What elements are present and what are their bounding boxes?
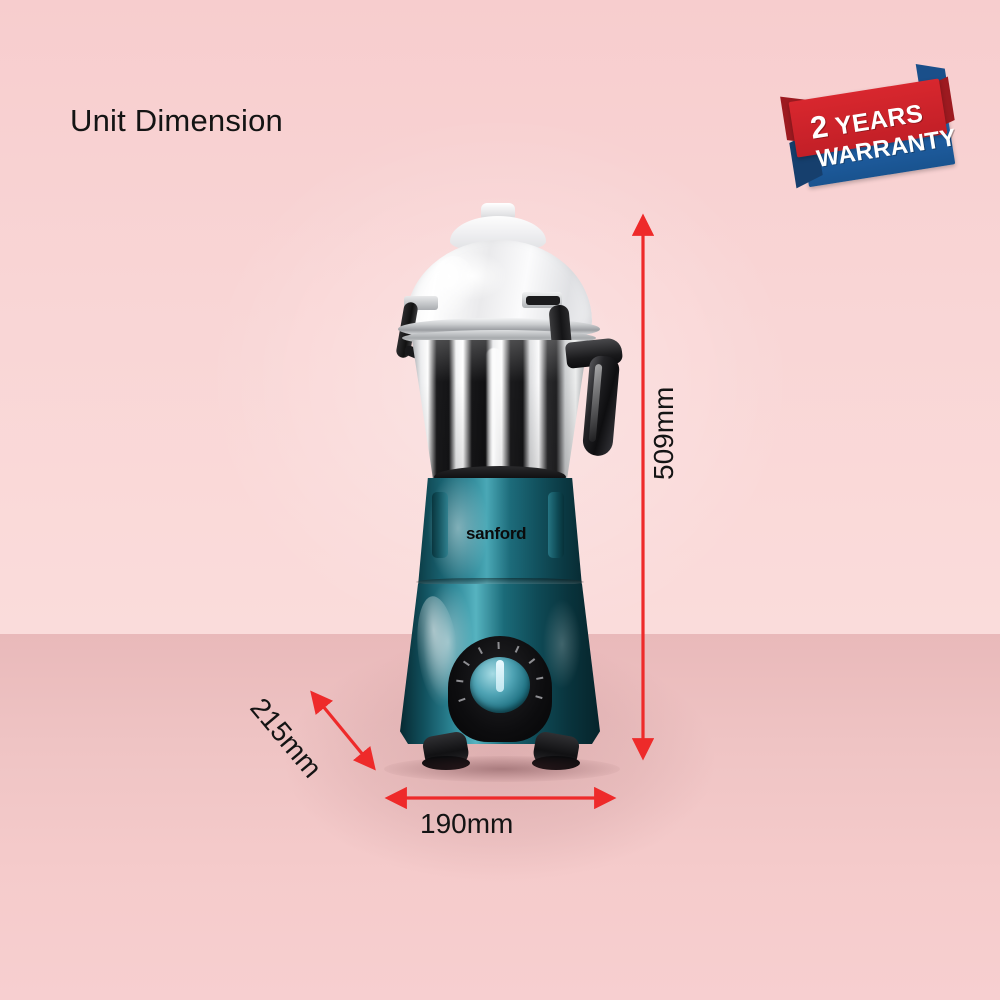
rubber-foot-pad-left [422, 756, 470, 770]
height-dimension-label: 509mm [648, 386, 679, 480]
depth-dimension-arrow [310, 690, 376, 771]
jar-clamp-right-bar [526, 296, 560, 305]
brand-logo: sanford [466, 524, 527, 543]
page-title: Unit Dimension [70, 103, 283, 138]
body-rib-left [432, 492, 448, 558]
speed-knob-pointer [496, 660, 504, 692]
jar-highlight-strip [486, 348, 502, 472]
product-contact-shadow [384, 756, 620, 782]
rubber-foot-pad-right [532, 756, 580, 770]
body-rib-right [548, 492, 564, 558]
width-dimension-label: 190mm [420, 808, 514, 839]
lid-highlight [432, 256, 476, 316]
body-seam [416, 578, 584, 586]
lid-cap [481, 203, 515, 219]
